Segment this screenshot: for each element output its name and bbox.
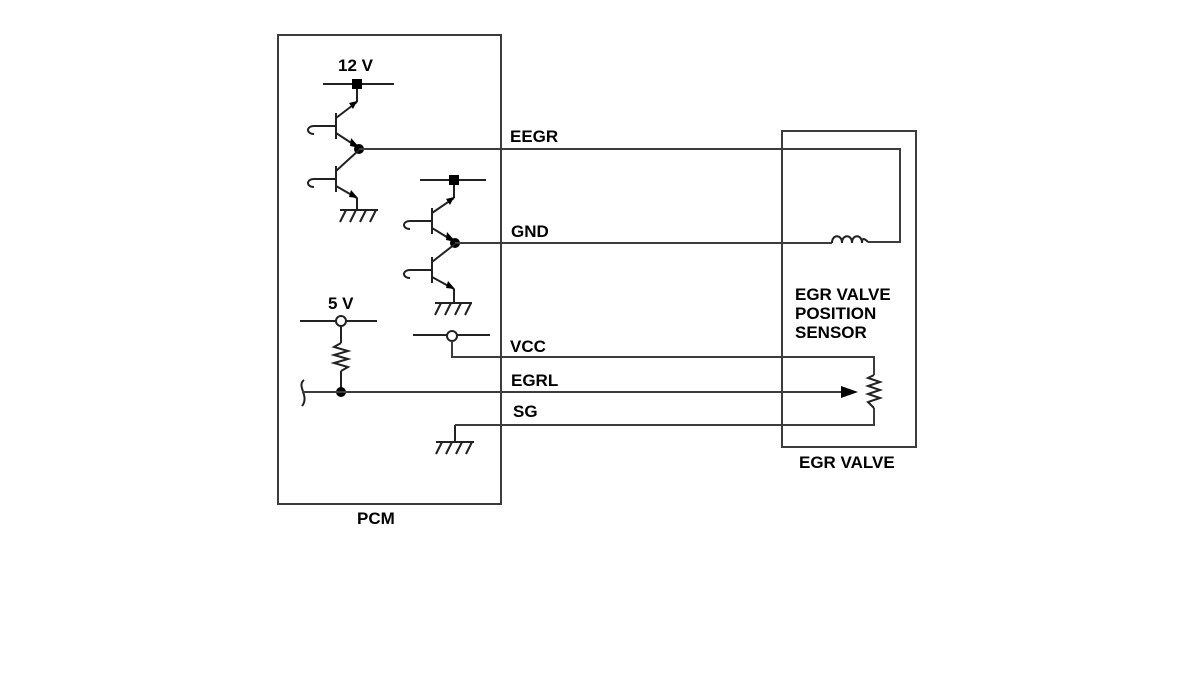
5v-terminal-icon bbox=[335, 315, 347, 327]
sensor-label-line-1: EGR VALVE bbox=[795, 285, 891, 304]
sg-signal-label: SG bbox=[513, 402, 538, 421]
egr-solenoid-coil-icon bbox=[831, 235, 869, 244]
gnd-signal-label: GND bbox=[511, 222, 549, 241]
vcc-terminal-icon bbox=[446, 330, 458, 342]
sg-ground-icon bbox=[435, 425, 474, 455]
egrl-signal-label: EGRL bbox=[511, 371, 558, 390]
lower-transistor-pair bbox=[403, 175, 486, 316]
egr-valve-label: EGR VALVE bbox=[799, 453, 895, 472]
12v-terminal-icon bbox=[352, 79, 362, 89]
upper-transistor-pair bbox=[307, 79, 394, 223]
pcm-box bbox=[277, 34, 502, 505]
vcc-wire bbox=[451, 341, 875, 375]
pullup-resistor-circuit bbox=[300, 315, 377, 407]
pcm-label: PCM bbox=[357, 509, 395, 528]
eegr-wire bbox=[359, 148, 901, 243]
wiper-arrow-icon bbox=[841, 386, 858, 398]
12v-label: 12 V bbox=[338, 56, 374, 75]
pullup-resistor-icon bbox=[330, 342, 352, 372]
eegr-signal-label: EEGR bbox=[510, 127, 558, 146]
position-sensor-resistor-icon bbox=[864, 374, 884, 409]
sensor-label-line-3: SENSOR bbox=[795, 323, 867, 342]
supply-terminal-icon bbox=[449, 175, 459, 185]
egr-valve-box bbox=[781, 130, 917, 448]
5v-label: 5 V bbox=[328, 294, 354, 313]
sensor-label-line-2: POSITION bbox=[795, 304, 876, 323]
vcc-signal-label: VCC bbox=[510, 337, 546, 356]
sg-wire bbox=[455, 408, 875, 426]
